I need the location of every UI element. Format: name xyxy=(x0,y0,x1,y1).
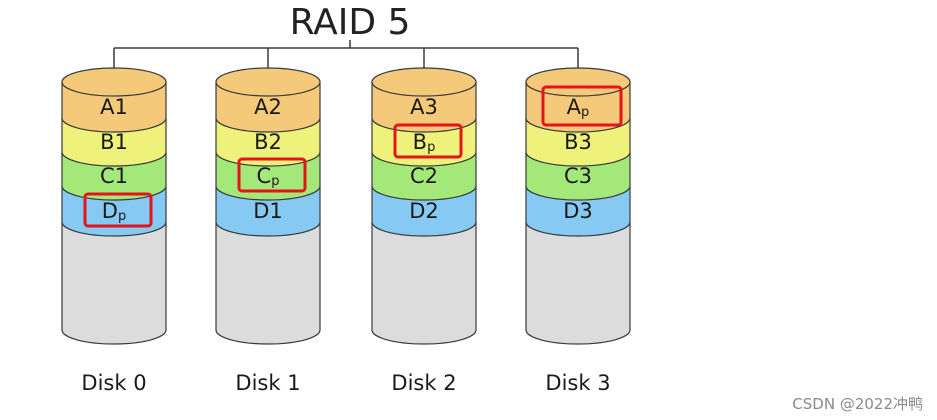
parity-highlight-box xyxy=(83,192,153,228)
disk-top xyxy=(61,67,167,97)
bus-connectors xyxy=(113,40,579,82)
disk-top xyxy=(525,67,631,97)
data-block-label: B1 xyxy=(100,130,128,154)
disk-label: Disk 3 xyxy=(545,371,610,395)
parity-highlight-box xyxy=(541,85,623,127)
disk-label: Disk 2 xyxy=(391,371,456,395)
data-block-label: A2 xyxy=(254,95,282,119)
data-block-label: D1 xyxy=(253,199,283,223)
data-block-label: A1 xyxy=(100,95,128,119)
data-block-label: C2 xyxy=(410,164,438,188)
disk-empty-area xyxy=(371,221,477,345)
data-block-label: D2 xyxy=(409,199,439,223)
disk-empty-area xyxy=(525,221,631,345)
data-block-label: D3 xyxy=(563,199,593,223)
data-block-label: B2 xyxy=(254,130,282,154)
parity-highlight-box xyxy=(237,157,307,193)
parity-highlight-box xyxy=(393,123,463,159)
disk-empty-area xyxy=(61,221,167,345)
disk-top xyxy=(371,67,477,97)
diagram-title: RAID 5 xyxy=(290,2,411,43)
watermark: CSDN @2022冲鸭 xyxy=(792,395,923,413)
disk-label: Disk 0 xyxy=(81,371,146,395)
disk-top xyxy=(215,67,321,97)
disk-empty-area xyxy=(215,221,321,345)
data-block-label: C1 xyxy=(100,164,128,188)
data-block-label: A3 xyxy=(410,95,438,119)
data-block-label: C3 xyxy=(564,164,592,188)
disk-label: Disk 1 xyxy=(235,371,300,395)
data-block-label: B3 xyxy=(564,130,592,154)
